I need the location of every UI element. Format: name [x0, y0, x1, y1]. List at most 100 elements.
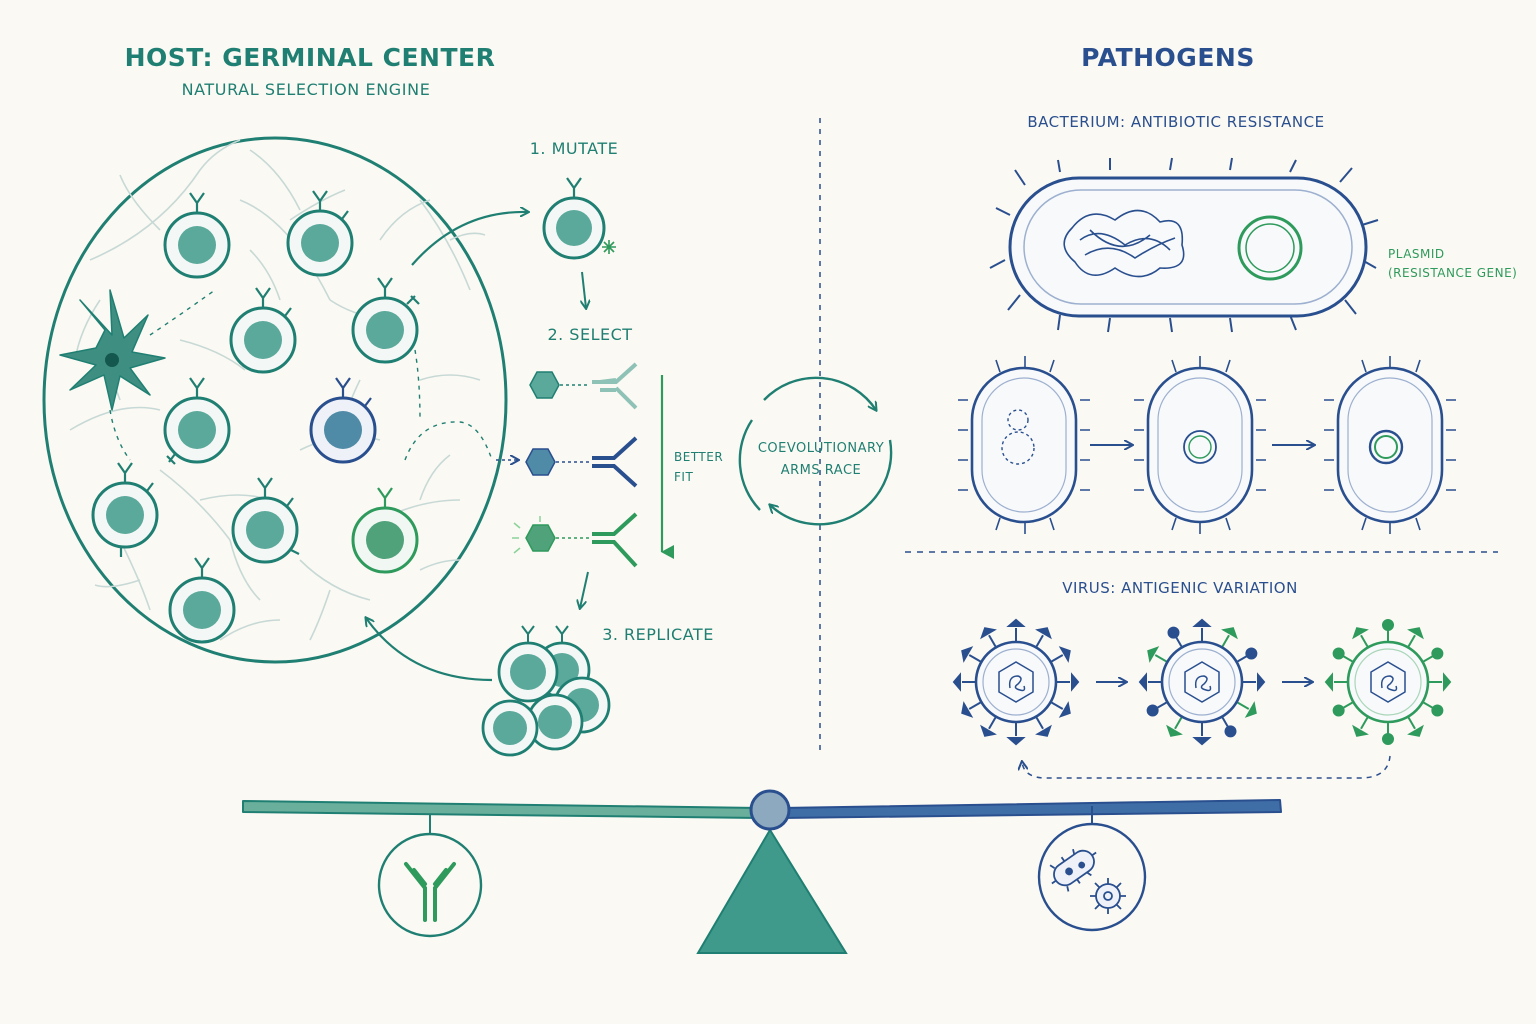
- select-down-arrow: [580, 571, 589, 608]
- virus-spike-tip: [1167, 626, 1180, 639]
- virus-spike: [988, 634, 997, 648]
- virus-icon: [1138, 618, 1266, 746]
- plasmid-icon: [1237, 215, 1303, 281]
- virus-spike-tip: [961, 701, 974, 718]
- b-cell-icon: [91, 462, 159, 557]
- b-cell-icon: [163, 192, 231, 279]
- fulcrum: [696, 828, 848, 954]
- better-fit-label-1: BETTER: [674, 450, 723, 464]
- virus-spike-tip: [1146, 704, 1159, 717]
- b-cell-icon: [351, 277, 420, 364]
- host-title: HOST: GERMINAL CENTER: [125, 43, 496, 72]
- virus-spike-tip: [1244, 701, 1257, 718]
- b-cell-icon: [351, 487, 419, 574]
- virus-loop-arrow: [1022, 755, 1391, 779]
- plasmid-label-2: (RESISTANCE GENE): [1388, 266, 1517, 280]
- virus-spike-tip: [1245, 647, 1258, 660]
- virus-icon: [1324, 619, 1452, 745]
- virus-spike: [1035, 634, 1044, 648]
- bacterium-stage-2: [1134, 356, 1266, 534]
- virus-spike-tip: [1332, 647, 1345, 660]
- b-cell-icon: [309, 377, 377, 464]
- virus-spike-tip: [1257, 672, 1266, 692]
- bacterium-stage-1: [958, 356, 1090, 534]
- virus-spike-tip: [1407, 627, 1424, 640]
- step-mutate-label: 1. MUTATE: [530, 139, 618, 158]
- antibody-icon: [592, 362, 638, 410]
- balance-scale: [242, 789, 1282, 954]
- virus-spike: [1407, 634, 1416, 648]
- virus-spike: [968, 654, 982, 663]
- virus-spike: [1407, 716, 1416, 730]
- host-subtitle: NATURAL SELECTION ENGINE: [182, 80, 431, 99]
- virus-spike-tip: [980, 724, 997, 737]
- antibody-icon: [592, 512, 638, 568]
- virus-spike-tip: [1332, 704, 1345, 717]
- antibody-icon: [592, 436, 638, 488]
- bacterium-icon: [989, 157, 1379, 333]
- virus-spike: [968, 701, 982, 710]
- virus-spike-tip: [1138, 672, 1147, 692]
- virus-icon: [952, 618, 1080, 746]
- mutating-b-cell-icon: [542, 177, 616, 260]
- virus-spike-tip: [952, 672, 961, 692]
- select-row-good: [496, 436, 638, 488]
- better-fit-label-2: FIT: [674, 470, 693, 484]
- virus-spike-tip: [1324, 672, 1333, 692]
- pathogens-title: PATHOGENS: [1081, 43, 1255, 72]
- virus-spike: [1035, 716, 1044, 730]
- plasmid-label-1: PLASMID: [1388, 247, 1445, 261]
- antigen-icon: [525, 448, 556, 476]
- virus-spike-tip: [1352, 627, 1369, 640]
- virus-spike-tip: [1443, 672, 1452, 692]
- virus-spike-tip: [1382, 619, 1394, 631]
- bacterium-title: BACTERIUM: ANTIBIOTIC RESISTANCE: [1027, 113, 1324, 131]
- pathogen-weight: [1037, 822, 1147, 932]
- nucleoid: [1063, 209, 1185, 278]
- virus-spike-tip: [1431, 704, 1444, 717]
- arms-race-cycle: [738, 376, 893, 526]
- pivot: [749, 789, 791, 831]
- virus-spike-tip: [1006, 618, 1026, 627]
- b-cell-icon: [163, 377, 231, 465]
- virus-spike-tip: [1224, 725, 1237, 738]
- antigen-icon: [529, 371, 560, 399]
- virus-spike-tip: [1147, 646, 1160, 663]
- virus-spike: [1154, 654, 1168, 663]
- virus-spike: [988, 716, 997, 730]
- virus-spike: [1360, 634, 1369, 648]
- virus-spike-tip: [1166, 724, 1183, 737]
- virus-spike-tip: [1352, 724, 1369, 737]
- virus-spike-tip: [1382, 733, 1394, 745]
- virus-spike-tip: [980, 627, 997, 640]
- beam-right: [779, 799, 1282, 819]
- b-cell-icon: [231, 477, 300, 564]
- virus-spike-tip: [1431, 647, 1444, 660]
- step-replicate-label: 3. REPLICATE: [602, 625, 714, 644]
- virus-spike-tip: [1035, 627, 1052, 640]
- dendritic-cell-icon: [59, 289, 166, 411]
- virus-spike-tip: [1071, 672, 1080, 692]
- antibody-icon: [404, 862, 456, 922]
- arms-race-label-1: COEVOLUTIONARY: [758, 441, 884, 456]
- virus-spike: [1050, 654, 1064, 663]
- virus-spike-tip: [1192, 737, 1212, 746]
- mutate-down-arrow: [582, 271, 586, 308]
- return-arrow: [366, 618, 493, 682]
- bacterium-stage-3: [1324, 356, 1456, 534]
- b-cell-icon: [229, 287, 297, 374]
- antigen-icon: [525, 524, 556, 552]
- b-cell-icon: [168, 557, 236, 644]
- virus-spike: [1174, 716, 1183, 730]
- virus-spike-tip: [1058, 646, 1071, 663]
- host-weight: [377, 832, 483, 938]
- virus-spike-tip: [1407, 724, 1424, 737]
- virus-spike-tip: [1035, 724, 1052, 737]
- virus-spike-tip: [961, 646, 974, 663]
- select-row-best: [512, 512, 638, 568]
- pathogen-icon: [1049, 848, 1126, 914]
- replicating-cells: [481, 625, 611, 757]
- virus-spike: [1236, 701, 1250, 710]
- step-select-label: 2. SELECT: [547, 325, 632, 344]
